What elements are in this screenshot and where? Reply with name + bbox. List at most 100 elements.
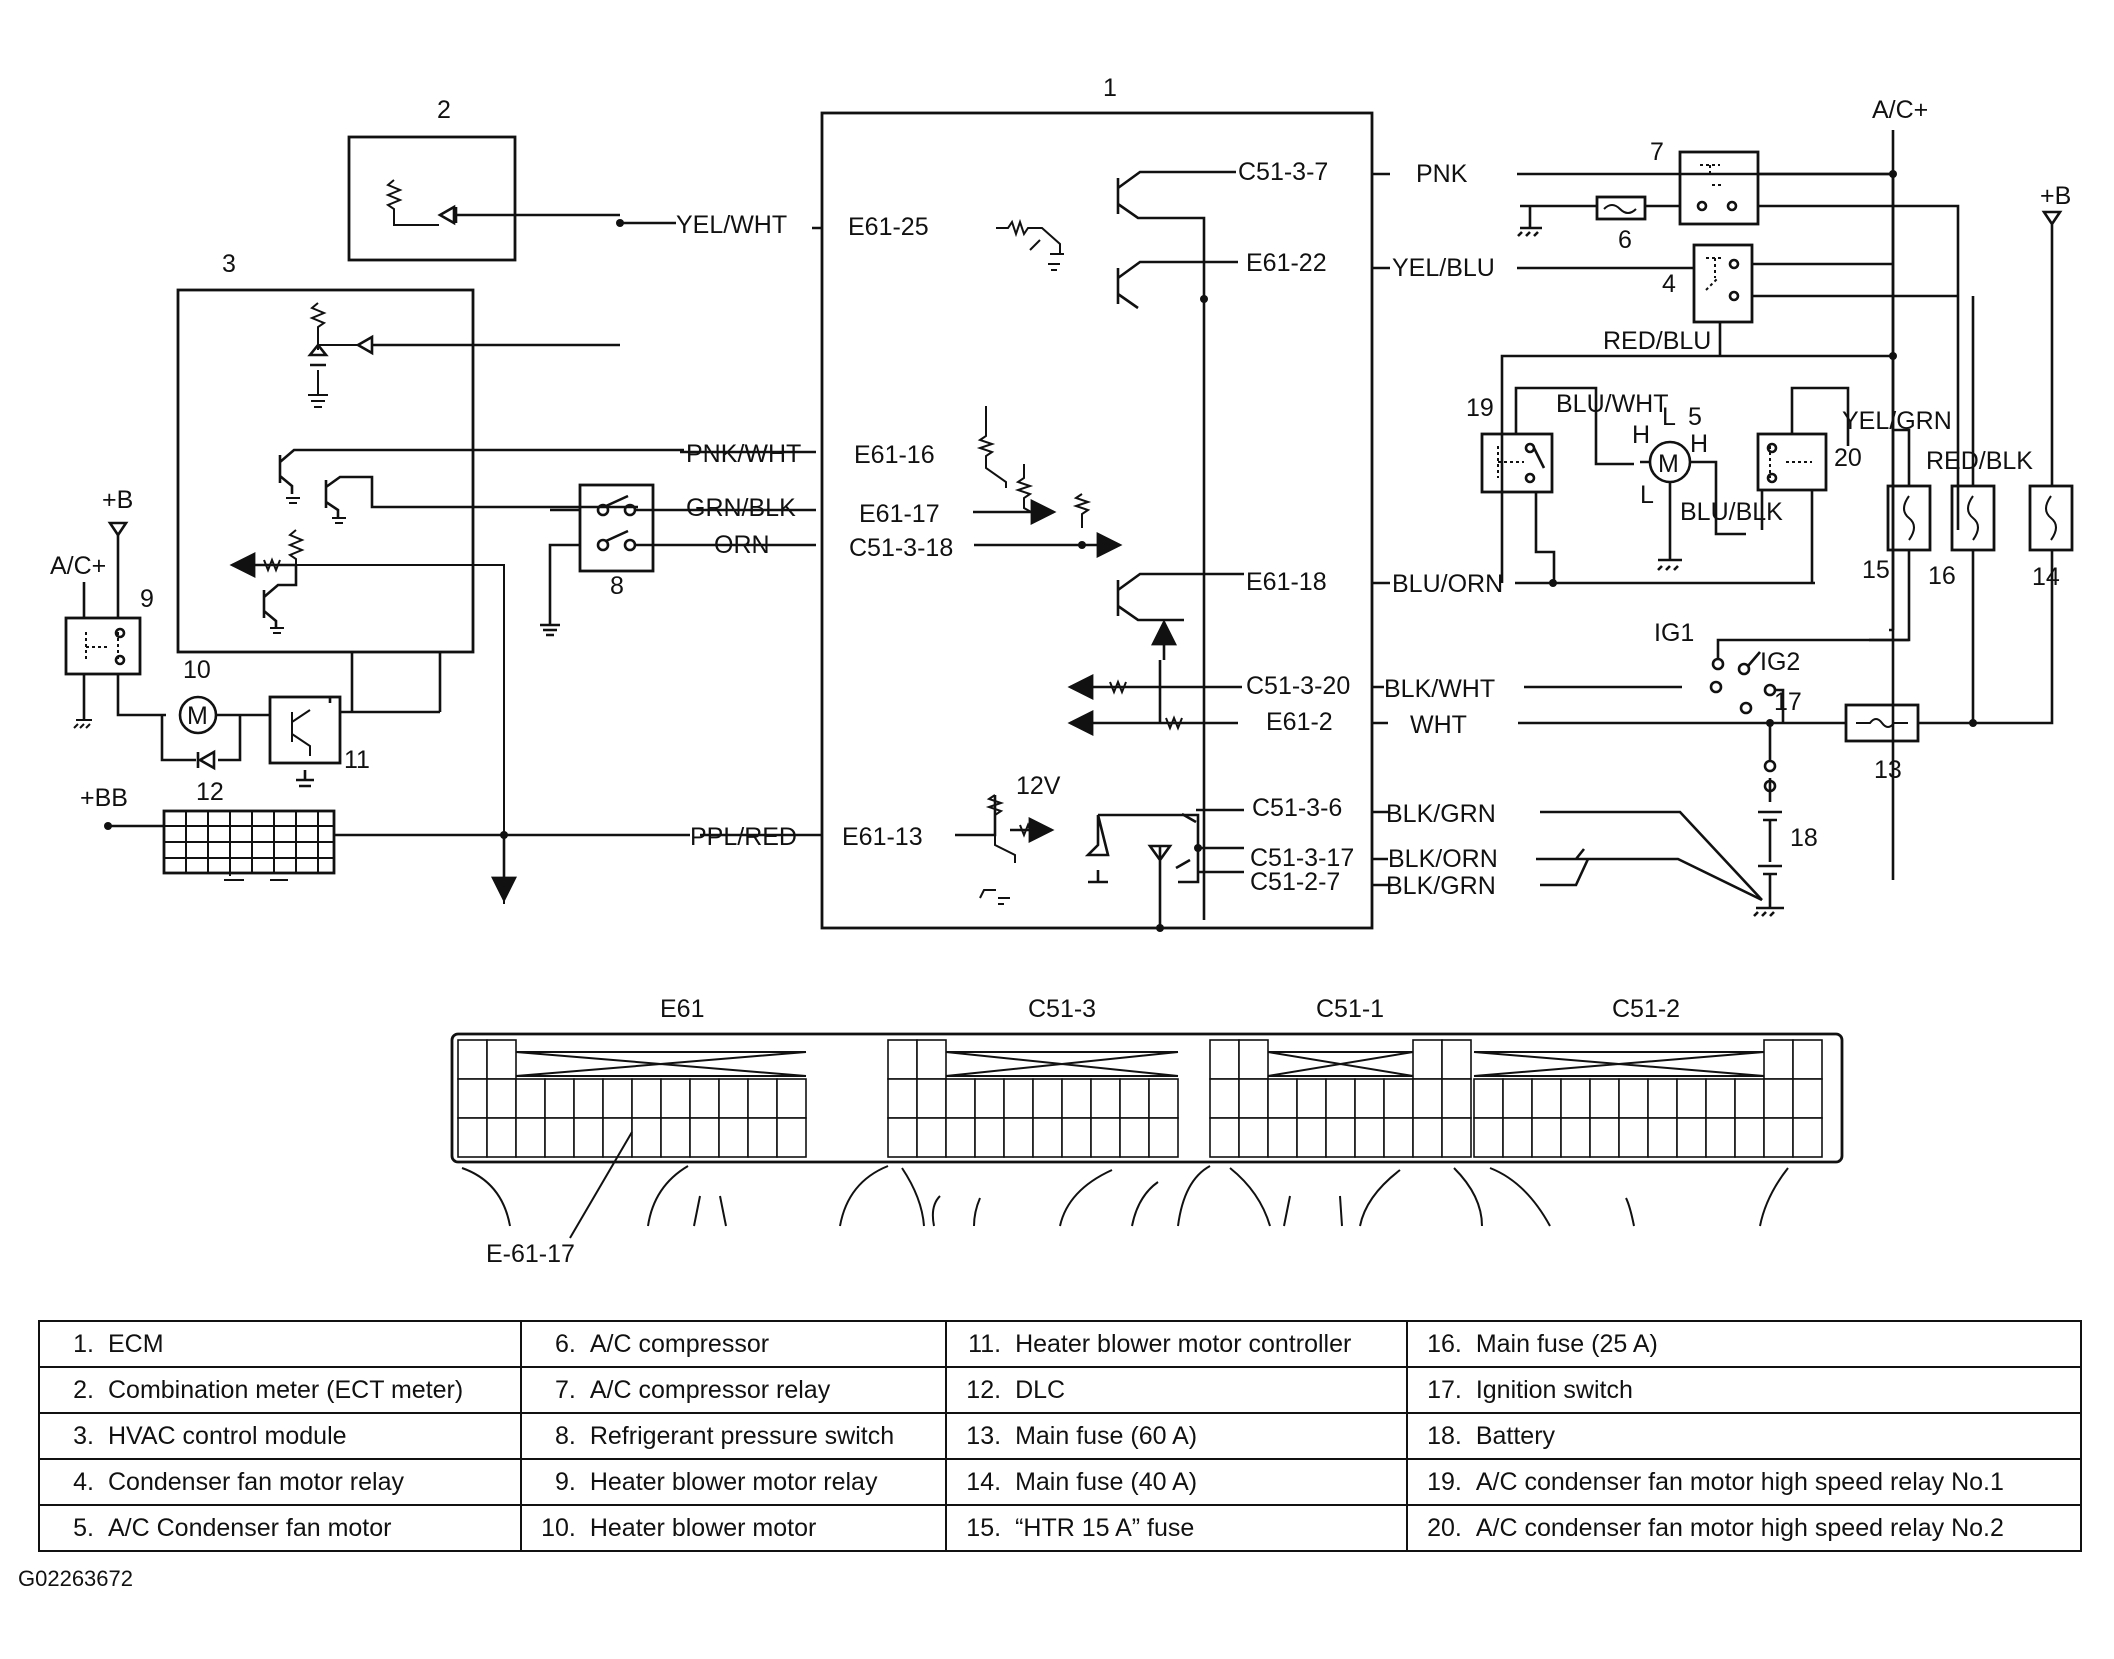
legend-item-text: Combination meter (ECT meter)	[108, 1375, 464, 1404]
condenser-fan-motor-l2: L	[1640, 481, 1654, 509]
dlc-plus-bb: +BB	[80, 784, 128, 812]
legend-item: 11.Heater blower motor controller	[945, 1320, 1408, 1368]
term-c51-3-6: C51-3-6	[1252, 794, 1342, 822]
legend-item-text: A/C condenser fan motor high speed relay…	[1475, 1467, 2004, 1496]
term-e61-2: E61-2	[1266, 708, 1333, 736]
refrigerant-switch: 8	[540, 483, 680, 637]
refrigerant-switch-number: 8	[610, 572, 624, 600]
connector-cavity	[1412, 1078, 1443, 1119]
connector-cavity	[573, 1117, 604, 1158]
connector-cavity	[1676, 1078, 1707, 1119]
battery-number: 18	[1790, 824, 1818, 852]
legend-item-number: 8.	[554, 1421, 576, 1450]
connector-cavity	[1003, 1117, 1034, 1158]
legend-item-text: ECM	[108, 1329, 164, 1358]
legend-item: 16.Main fuse (25 A)	[1405, 1320, 2083, 1368]
connector-cavity	[1383, 1078, 1414, 1119]
legend-row: 2.Combination meter (ECT meter)7.A/C com…	[38, 1366, 2083, 1414]
legend-item-text: Main fuse (40 A)	[1015, 1467, 1198, 1496]
connector-cavity	[1296, 1117, 1327, 1158]
legend-item: 18. Battery	[1405, 1412, 2083, 1460]
legend-item-number: 2.	[73, 1375, 94, 1404]
connector-cavity	[1412, 1117, 1443, 1158]
legend-item-text: Condenser fan motor relay	[108, 1467, 404, 1496]
main-fuse-25-number: 16	[1928, 562, 1956, 590]
condenser-fan-motor-h1: H	[1632, 421, 1650, 449]
hvac-module-number: 3	[222, 250, 236, 278]
blower-relay-ac-plus: A/C+	[50, 552, 106, 580]
connector-cavity	[718, 1078, 749, 1119]
wire-ppl-red: PPL/RED	[690, 823, 797, 851]
connector-cavity	[887, 1078, 918, 1119]
combination-meter-box: 2	[347, 96, 620, 262]
blower-motor: 10 M	[160, 656, 270, 771]
ac-compressor-relay-number: 7	[1650, 138, 1664, 166]
connector-cavity	[1792, 1039, 1823, 1080]
connector-cavity	[1209, 1078, 1240, 1119]
connector-cell-grid	[457, 1039, 1823, 1158]
connector-cavity	[974, 1078, 1005, 1119]
connector-cavity	[1705, 1078, 1736, 1119]
wire-blu-blk: BLU/BLK	[1680, 498, 1783, 526]
legend-item-text: HVAC control module	[108, 1421, 347, 1450]
legend-item-text: Battery	[1475, 1421, 1556, 1450]
legend-item-text: A/C condenser fan motor high speed relay…	[1475, 1513, 2004, 1542]
legend-item-number: 7.	[554, 1375, 576, 1404]
connector-cavity	[747, 1078, 778, 1119]
ecm-number: 1	[1103, 74, 1117, 102]
connector-c51-2-label: C51-2	[1612, 995, 1680, 1023]
ignition-switch: IG1 IG2 17	[1654, 619, 1909, 727]
connector-cavity	[1618, 1117, 1649, 1158]
connector-cavity	[1209, 1039, 1240, 1080]
legend-item: 3.HVAC control module	[38, 1412, 522, 1460]
connector-cavity	[916, 1117, 947, 1158]
legend-item-text: Main fuse (25 A)	[1475, 1329, 1658, 1358]
legend-item-number: 5.	[73, 1513, 94, 1542]
connector-cavity	[544, 1117, 575, 1158]
wire-blk-wht: BLK/WHT	[1384, 675, 1495, 703]
connector-cavity	[1473, 1117, 1504, 1158]
connector-cavity	[776, 1078, 807, 1119]
connector-cavity	[945, 1117, 976, 1158]
legend-item-text: Ignition switch	[1475, 1375, 1633, 1404]
main-fuse-40-number: 14	[2032, 563, 2060, 591]
connector-cavity	[1473, 1078, 1504, 1119]
connector-cavity	[1238, 1078, 1269, 1119]
connector-cavity	[776, 1117, 807, 1158]
blower-relay: 9 A/C+ +B	[50, 486, 166, 729]
connector-cavity	[1119, 1117, 1150, 1158]
connector-blank-band	[515, 1051, 807, 1077]
ac-plus-feed: A/C+	[1872, 96, 1928, 880]
connector-cavity	[1238, 1117, 1269, 1158]
legend-item-number: 12.	[966, 1375, 1002, 1404]
connector-cavity	[1148, 1078, 1179, 1119]
high-speed-relay-1: 19 BLU/WHT	[1466, 386, 1669, 582]
connector-cavity	[1531, 1078, 1562, 1119]
condenser-fan-relay: 4 RED/BLU	[1500, 243, 1958, 583]
legend-item: 20.A/C condenser fan motor high speed re…	[1405, 1504, 2083, 1552]
legend-item: 14. Main fuse (40 A)	[945, 1458, 1408, 1506]
wiring-schematic: 1 2 3 9 A/C+ +B	[50, 74, 2074, 1268]
main-fuse-60-number: 13	[1874, 756, 1902, 784]
connector-cavity	[1383, 1117, 1414, 1158]
legend-item: 6.A/C compressor	[519, 1320, 948, 1368]
term-e61-16: E61-16	[854, 441, 935, 469]
legend-item: 4.Condenser fan motor relay	[38, 1458, 522, 1506]
ac-compressor-relay: 7	[1650, 138, 1960, 530]
connector-cavity	[1763, 1078, 1794, 1119]
term-c51-3-7: C51-3-7	[1238, 158, 1328, 186]
legend-item-number: 18.	[1427, 1421, 1462, 1450]
connector-cavity	[916, 1039, 947, 1080]
legend-item-text: Refrigerant pressure switch	[589, 1421, 895, 1450]
term-e61-13: E61-13	[842, 823, 923, 851]
legend-item: 10.Heater blower motor	[519, 1504, 948, 1552]
legend-item-number: 14.	[966, 1467, 1002, 1496]
connector-cavity	[887, 1117, 918, 1158]
wire-blk-orn: BLK/ORN	[1388, 845, 1498, 873]
term-e61-17: E61-17	[859, 500, 940, 528]
legend-item-text: Heater blower motor controller	[1015, 1329, 1352, 1358]
htr-fuse-number: 15	[1862, 556, 1890, 584]
term-e61-18: E61-18	[1246, 568, 1327, 596]
connector-cavity	[1763, 1117, 1794, 1158]
